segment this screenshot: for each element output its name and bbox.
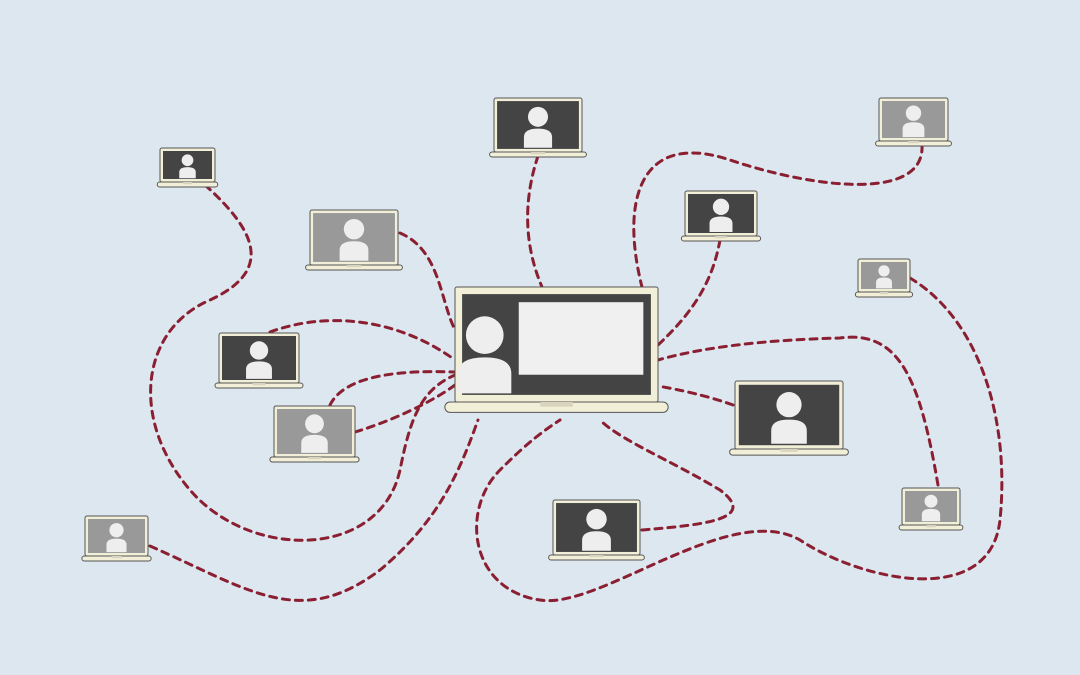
laptop-notch (111, 556, 122, 559)
laptop-notch (308, 457, 321, 460)
participant-laptop-icon (81, 515, 152, 562)
participant-person-body (902, 122, 925, 138)
whiteboard (518, 302, 644, 375)
laptop-notch (879, 292, 889, 295)
laptop-notch (780, 449, 798, 452)
connection-line-participant-5 (149, 183, 457, 542)
laptops-layer (81, 97, 964, 562)
participant-person-body (339, 241, 369, 261)
participant-laptop-icon (305, 209, 403, 271)
participant-laptop-icon (489, 97, 587, 158)
laptop-notch (183, 182, 192, 185)
participant-person-head (249, 341, 269, 360)
connection-line-participant-2 (656, 238, 722, 347)
participant-person-body (582, 531, 611, 551)
presenter-person-head (465, 316, 504, 354)
connection-line-participant-10 (598, 418, 735, 532)
participant-person-head (343, 218, 365, 240)
connection-line-participant-4 (398, 231, 457, 332)
participant-person-head (528, 106, 548, 127)
laptop-notch (907, 141, 920, 144)
participant-person-head (712, 198, 730, 215)
participant-laptop-icon (854, 258, 914, 298)
laptop-notch (589, 555, 604, 558)
participant-laptop-icon (729, 380, 849, 456)
connection-line-participant-9 (148, 418, 480, 602)
participant-laptop-icon (269, 405, 360, 463)
participant-person-body (523, 128, 553, 148)
participant-laptop-icon (898, 487, 964, 531)
laptop-notch (715, 236, 727, 239)
connection-line-participant-1 (526, 154, 544, 289)
participant-laptop-icon (875, 97, 952, 147)
participant-laptop-icon (214, 332, 304, 389)
connections-layer (148, 143, 1004, 603)
connection-line-participant-12 (656, 384, 735, 407)
participant-laptop-icon (680, 190, 762, 242)
participant-person-body (921, 508, 941, 522)
presenter-laptop-icon (444, 286, 669, 413)
participant-person-head (109, 523, 124, 538)
participant-person-body (876, 277, 892, 289)
participant-person-head (586, 508, 607, 530)
participant-person-body (709, 216, 733, 233)
participant-person-body (771, 419, 807, 444)
participant-person-head (905, 105, 922, 121)
participant-person-head (878, 265, 890, 277)
laptop-notch (540, 402, 573, 407)
connection-line-participant-13 (475, 276, 1004, 603)
connection-line-participant-7 (328, 370, 457, 407)
participant-laptop-icon (548, 499, 645, 561)
participant-laptop-icon (156, 147, 219, 188)
laptop-notch (346, 265, 362, 268)
participant-person-body (179, 167, 196, 179)
participant-person-body (106, 538, 127, 553)
laptop-notch (530, 152, 546, 155)
participant-person-head (776, 392, 802, 418)
presenter-person-body (458, 357, 512, 394)
connection-line-participant-3 (632, 143, 924, 289)
connection-line-participant-11 (656, 335, 940, 487)
participant-person-head (924, 494, 938, 508)
laptop-notch (252, 383, 266, 386)
participant-person-head (181, 154, 194, 167)
participant-person-body (246, 361, 272, 379)
participant-person-head (305, 414, 324, 434)
laptop-notch (926, 525, 936, 528)
participant-person-body (301, 434, 328, 453)
connection-line-participant-6 (268, 319, 457, 362)
connection-line-participant-8 (353, 383, 457, 434)
